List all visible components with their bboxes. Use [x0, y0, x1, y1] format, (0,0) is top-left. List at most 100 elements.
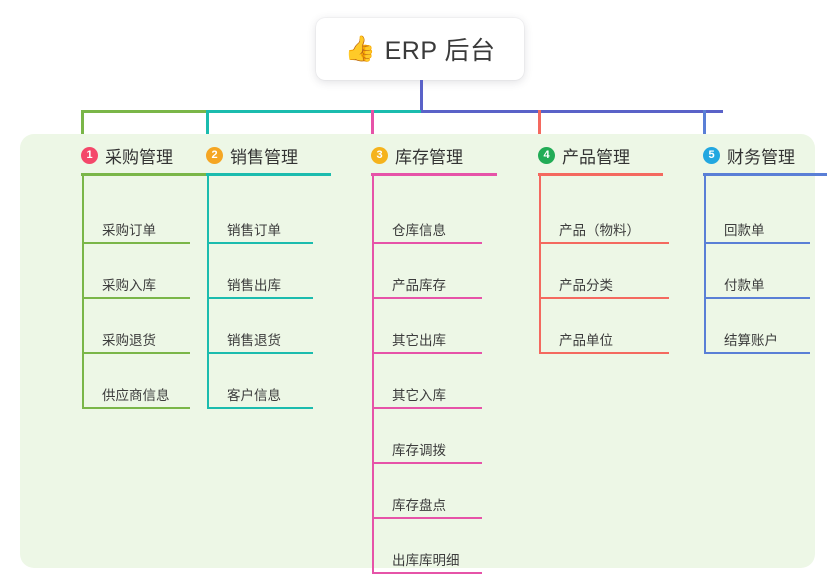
leaf-item[interactable]: 销售订单: [207, 208, 313, 244]
leaf-item[interactable]: 出库库明细: [372, 538, 482, 574]
leaf-item-label: 采购入库: [102, 278, 156, 293]
leaf-item-label: 产品（物料）: [559, 223, 640, 238]
leaf-item-label: 销售退货: [227, 333, 281, 348]
leaf-item[interactable]: 产品单位: [539, 318, 669, 354]
leaf-item[interactable]: 销售退货: [207, 318, 313, 354]
thumbs-up-icon: 👍: [344, 34, 376, 63]
leaf-item-rule: [539, 242, 669, 244]
column-spine-3: [372, 175, 374, 574]
leaf-item[interactable]: 采购订单: [82, 208, 190, 244]
column-badge-5: 5: [703, 147, 720, 164]
leaf-item[interactable]: 产品（物料）: [539, 208, 669, 244]
column-drop-connector-1: [81, 110, 84, 143]
leaf-item[interactable]: 销售出库: [207, 263, 313, 299]
leaf-item[interactable]: 付款单: [704, 263, 810, 299]
leaf-item[interactable]: 库存盘点: [372, 483, 482, 519]
bus-segment-teal: [206, 110, 422, 113]
leaf-item-rule: [539, 352, 669, 354]
column-rule-1: [81, 173, 207, 176]
leaf-item-label: 库存调拨: [392, 443, 446, 458]
column-title-5: 财务管理: [727, 148, 795, 167]
leaf-item-label: 产品库存: [392, 278, 446, 293]
leaf-item-label: 其它出库: [392, 333, 446, 348]
column-spine-1: [82, 175, 84, 409]
leaf-item[interactable]: 采购退货: [82, 318, 190, 354]
leaf-item-label: 采购订单: [102, 223, 156, 238]
column-rule-4: [538, 173, 663, 176]
column-spine-5: [704, 175, 706, 354]
column-rule-2: [206, 173, 331, 176]
leaf-item-rule: [372, 297, 482, 299]
column-badge-3: 3: [371, 147, 388, 164]
leaf-item-rule: [372, 242, 482, 244]
column-drop-connector-5: [703, 110, 706, 143]
leaf-item-rule: [372, 462, 482, 464]
column-drop-connector-2: [206, 110, 209, 143]
leaf-item[interactable]: 仓库信息: [372, 208, 482, 244]
leaf-item-rule: [82, 297, 190, 299]
leaf-item-label: 其它入库: [392, 388, 446, 403]
leaf-item-rule: [82, 407, 190, 409]
column-title-2: 销售管理: [230, 148, 298, 167]
column-drop-connector-3: [371, 110, 374, 143]
leaf-item-label: 产品单位: [559, 333, 613, 348]
leaf-item-rule: [372, 352, 482, 354]
leaf-item[interactable]: 产品库存: [372, 263, 482, 299]
bus-segment-green: [81, 110, 206, 113]
leaf-item-rule: [207, 297, 313, 299]
leaf-item-label: 采购退货: [102, 333, 156, 348]
leaf-item-rule: [82, 242, 190, 244]
leaf-item-rule: [372, 407, 482, 409]
leaf-item[interactable]: 客户信息: [207, 373, 313, 409]
column-drop-connector-4: [538, 110, 541, 143]
column-badge-4: 4: [538, 147, 555, 164]
leaf-item-label: 销售出库: [227, 278, 281, 293]
leaf-item[interactable]: 回款单: [704, 208, 810, 244]
leaf-item-label: 销售订单: [227, 223, 281, 238]
column-header-4[interactable]: 4 产品管理: [538, 143, 630, 168]
column-title-3: 库存管理: [395, 148, 463, 167]
leaf-item-rule: [82, 352, 190, 354]
leaf-item[interactable]: 库存调拨: [372, 428, 482, 464]
leaf-item-rule: [372, 572, 482, 574]
leaf-item-label: 供应商信息: [102, 388, 170, 403]
column-spine-2: [207, 175, 209, 409]
leaf-item[interactable]: 其它入库: [372, 373, 482, 409]
column-rule-3: [371, 173, 497, 176]
leaf-item-label: 结算账户: [724, 333, 778, 348]
column-badge-1: 1: [81, 147, 98, 164]
leaf-item[interactable]: 产品分类: [539, 263, 669, 299]
column-3: 3 库存管理仓库信息产品库存其它出库其它入库库存调拨库存盘点出库库明细: [351, 134, 517, 574]
bus-segment-blue: [421, 110, 723, 113]
leaf-item-rule: [704, 242, 810, 244]
leaf-item-label: 付款单: [724, 278, 765, 293]
column-5: 5 财务管理回款单付款单结算账户: [683, 134, 839, 568]
leaf-item[interactable]: 采购入库: [82, 263, 190, 299]
leaf-item-label: 回款单: [724, 223, 765, 238]
column-4: 4 产品管理产品（物料） 产品分类产品单位: [518, 134, 683, 568]
leaf-item[interactable]: 其它出库: [372, 318, 482, 354]
leaf-item[interactable]: 供应商信息: [82, 373, 190, 409]
leaf-item[interactable]: 结算账户: [704, 318, 810, 354]
leaf-item-rule: [704, 297, 810, 299]
leaf-item-label: 产品分类: [559, 278, 613, 293]
leaf-item-rule: [207, 242, 313, 244]
column-header-5[interactable]: 5 财务管理: [703, 143, 795, 168]
root-node[interactable]: 👍 ERP 后台: [316, 18, 524, 80]
column-title-4: 产品管理: [562, 148, 630, 167]
leaf-item-label: 客户信息: [227, 388, 281, 403]
leaf-item-label: 库存盘点: [392, 498, 446, 513]
leaf-item-rule: [207, 352, 313, 354]
leaf-item-rule: [704, 352, 810, 354]
column-rule-5: [703, 173, 827, 176]
leaf-item-label: 出库库明细: [392, 553, 460, 568]
root-stem-connector: [420, 80, 423, 113]
leaf-item-label: 仓库信息: [392, 223, 446, 238]
leaf-item-rule: [372, 517, 482, 519]
column-header-3[interactable]: 3 库存管理: [371, 143, 463, 168]
